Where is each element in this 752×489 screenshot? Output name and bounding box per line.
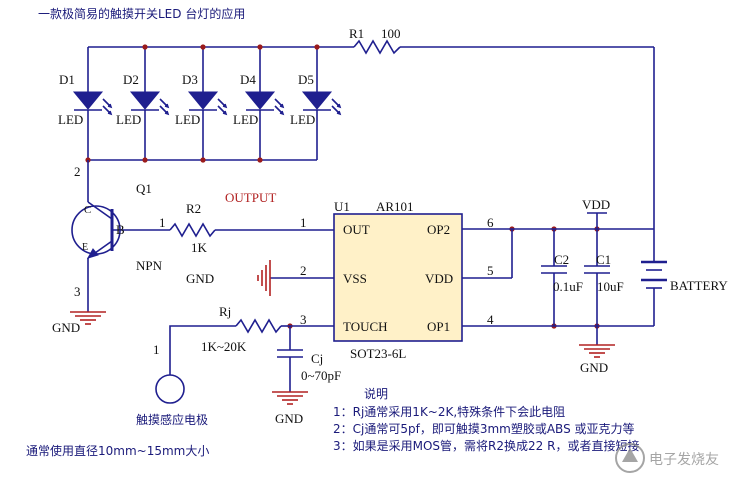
battery-label: BATTERY [670,278,728,293]
r2-ref: R2 [186,201,201,216]
q1-ref: Q1 [136,181,152,196]
notes-heading: 说明 [364,386,388,401]
gnd-symbol-cj [272,391,308,405]
led-d5 [301,47,342,160]
electrode-wire [169,325,236,375]
q1-letter-e: E [82,242,88,253]
ic-pin-out-name: OUT [343,222,370,237]
c2-value: 0.1uF [553,279,583,294]
gnd-label-right: GND [580,360,608,375]
led-d3 [187,47,228,160]
ic-part: AR101 [376,199,414,214]
led-d4 [244,47,285,160]
watermark-logo: 电子发烧友 [615,443,719,473]
ic-pin-touch-name: TOUCH [343,319,388,334]
touch-electrode [155,374,185,404]
note-line-2: 2：Cj通常可5pf，即可触摸3mm塑胶或ABS 或亚克力等 [333,421,635,436]
r1-value: 100 [381,26,401,41]
electrode-pin: 1 [153,342,160,357]
vdd-label: VDD [582,197,610,212]
note-line-1: 1：Rj通常采用1K~2K,特殊条件下会此电阻 [333,404,565,419]
page-title: 一款极简易的触摸开关LED 台灯的应用 [38,6,245,21]
q1-pin-c: 2 [74,164,81,179]
rj-resistor [235,318,282,334]
gnd-symbol-right [579,344,615,358]
r2-value: 1K [191,240,208,255]
gnd-symbol-q1 [70,311,106,325]
led-d4-value: LED [233,112,258,127]
ic-pin-vss-name: VSS [343,271,367,286]
c1-ref: C1 [596,252,611,267]
ic-package: SOT23-6L [350,346,406,361]
gnd-label-vss: GND [186,271,214,286]
ic-pin-1-num: 1 [300,215,307,230]
transistor-q1 [71,160,170,312]
ic-pin-6-num: 6 [487,215,494,230]
ic-ref: U1 [334,199,350,214]
c1-value: 10uF [597,279,624,294]
q1-letter-b: B [116,222,125,237]
c2-ref: C2 [554,252,569,267]
led-d1-value: LED [58,112,83,127]
led-d4-ref: D4 [240,72,256,87]
ic-pin-op1-name: OP1 [427,319,450,334]
rj-ref: Rj [219,304,231,319]
cj-value: 0~70pF [301,368,341,383]
ic-pin-3-num: 3 [300,312,307,327]
ic-pin-vdd-name: VDD [425,271,453,286]
gnd-label-cj: GND [275,411,303,426]
electrode-label: 触摸感应电极 [136,412,208,427]
ic-pin-4-num: 4 [487,312,494,327]
diameter-note: 通常使用直径10mm~15mm大小 [26,443,209,458]
led-d2-value: LED [116,112,141,127]
led-d2 [129,47,170,160]
q1-pin-e: 3 [74,284,81,299]
ic-pin-5-num: 5 [487,263,494,278]
note-line-3: 3：如果是采用MOS管，需将R2换成22 R，或者直接短接 [333,438,639,453]
q1-letter-c: C [84,204,91,216]
r2-resistor [169,222,216,238]
watermark-text: 电子发烧友 [649,452,719,468]
cj-ref: Cj [311,351,323,366]
capacitor-cj [277,326,303,392]
led-d1 [72,47,113,160]
r1-ref: R1 [349,26,364,41]
output-label: OUTPUT [225,190,276,205]
ic-pin-op2-name: OP2 [427,222,450,237]
led-d1-ref: D1 [59,72,75,87]
led-d5-ref: D5 [298,72,314,87]
gnd-label-q1: GND [52,320,80,335]
battery [641,260,667,326]
rj-value: 1K~20K [201,339,247,354]
led-d5-value: LED [290,112,315,127]
r2-pin: 1 [159,215,166,230]
led-d2-ref: D2 [123,72,139,87]
ic-pin-2-num: 2 [300,263,307,278]
capacitor-c1 [584,229,610,326]
led-d3-value: LED [175,112,200,127]
capacitor-c2 [541,229,567,326]
q1-type: NPN [136,258,163,273]
r1-resistor [353,39,401,55]
gnd-symbol-vss [257,260,271,296]
led-d3-ref: D3 [182,72,198,87]
